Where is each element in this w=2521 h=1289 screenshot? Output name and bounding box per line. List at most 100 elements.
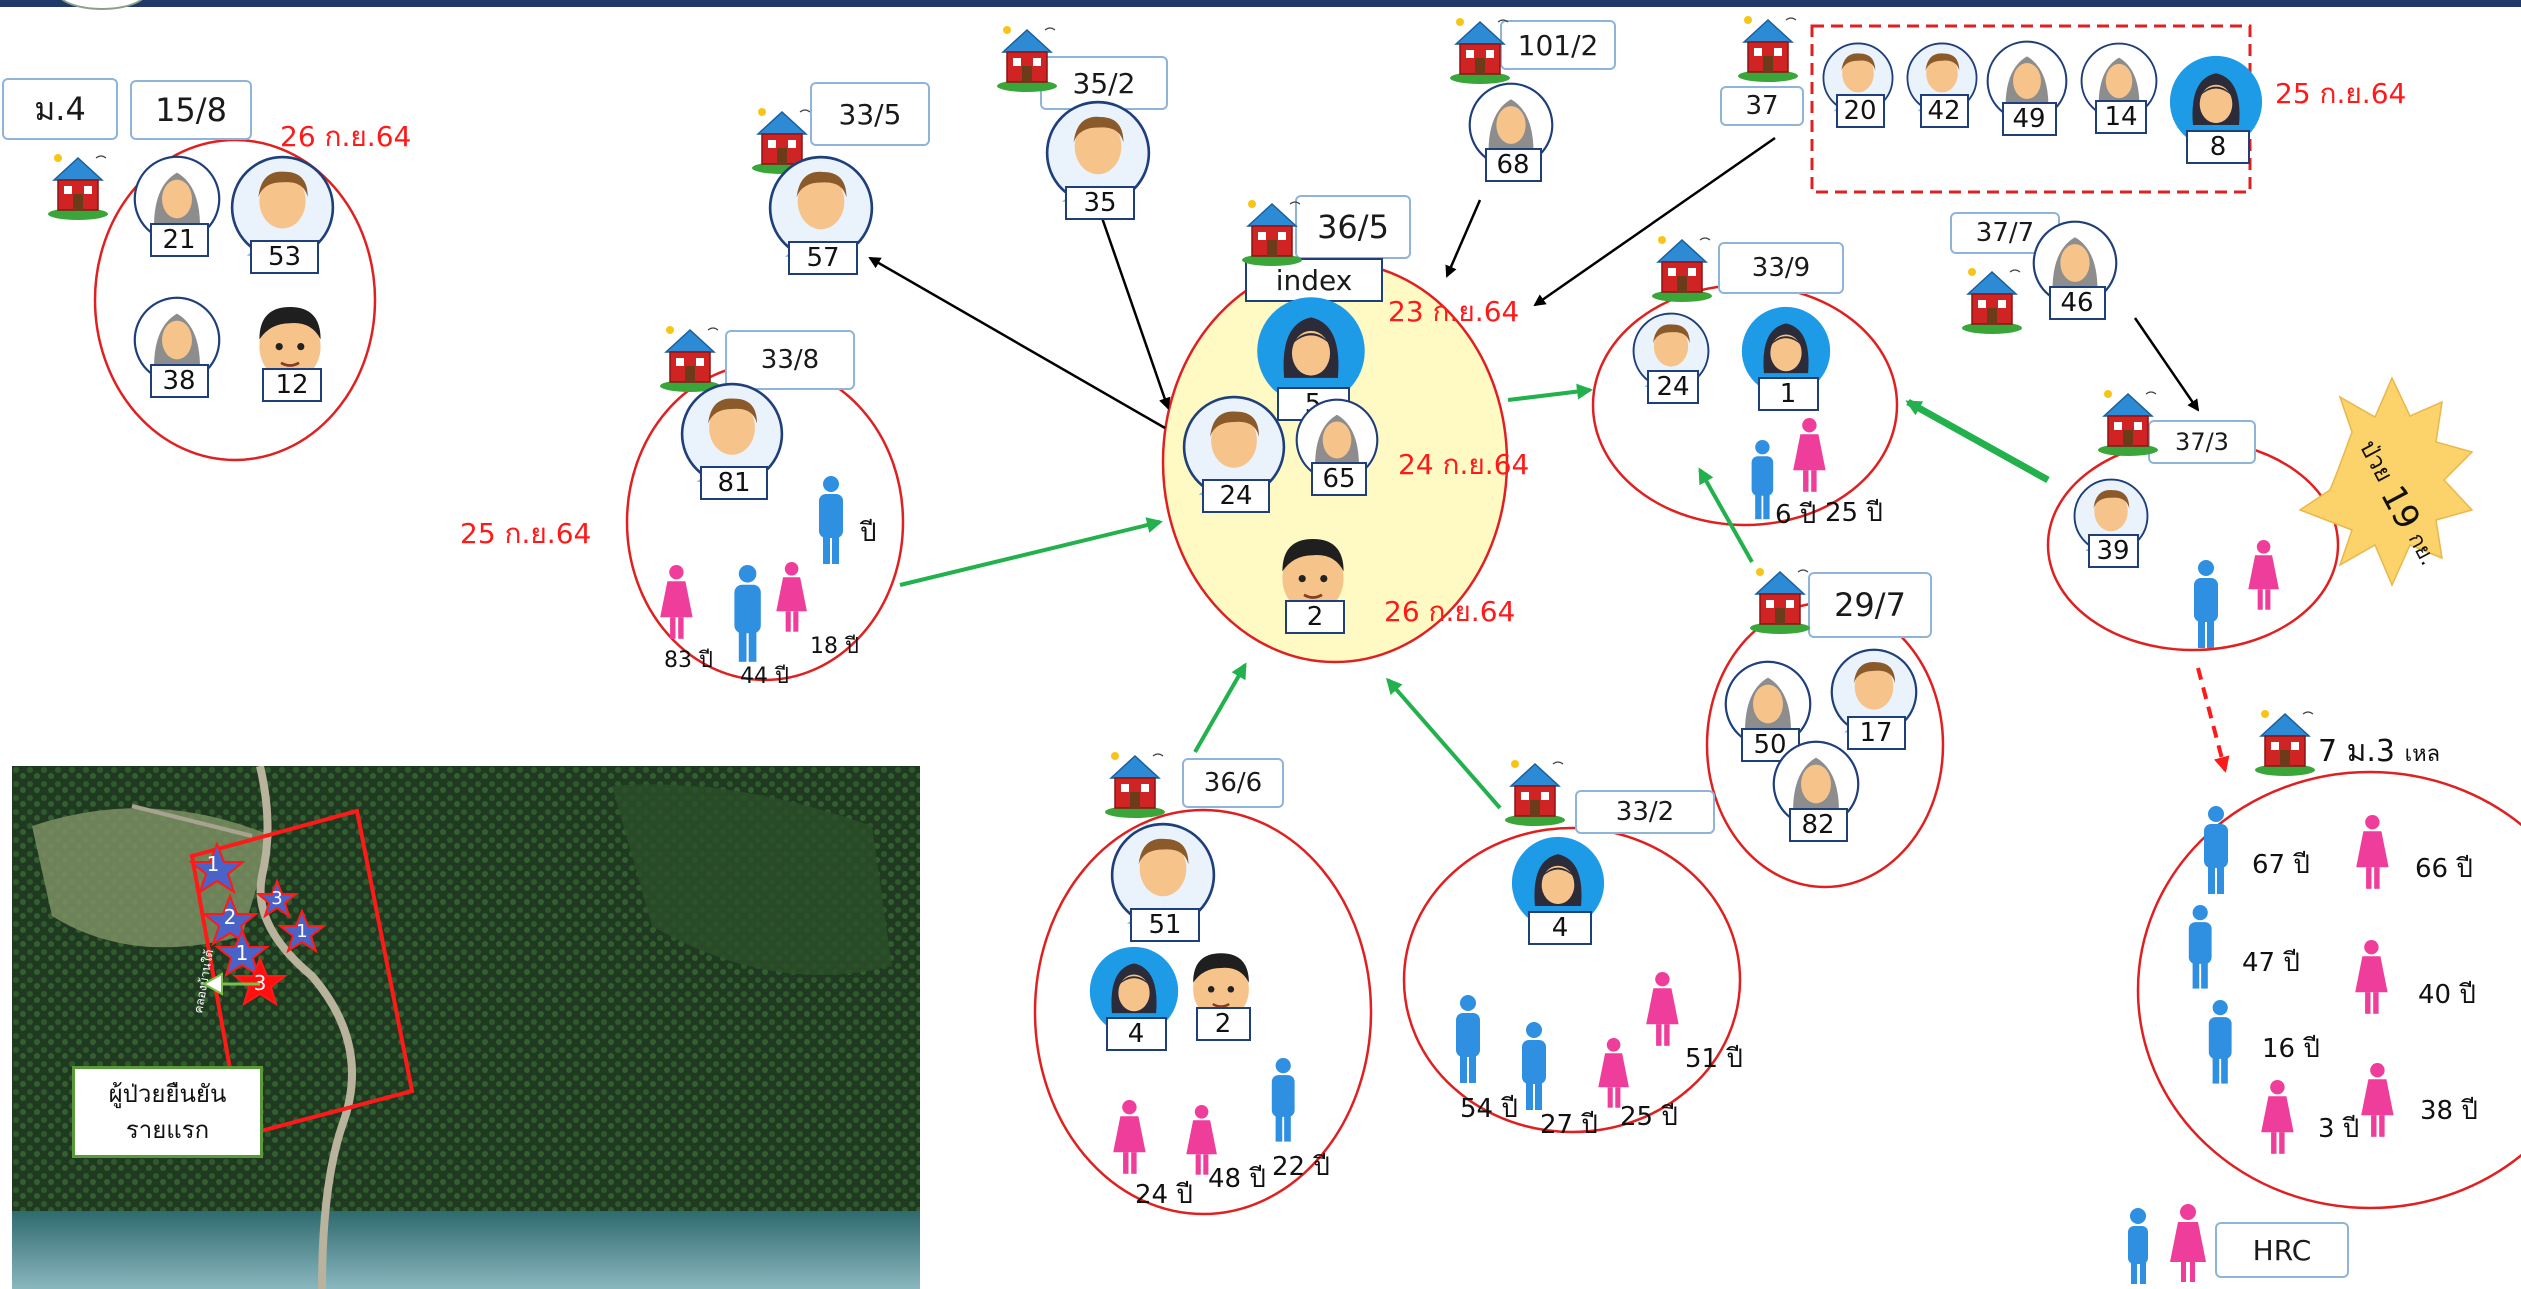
house-id-7-3: 7 ม.3 เหล	[2318, 734, 2441, 769]
household-circle-33-2	[1402, 826, 1742, 1134]
person-age-label: 4	[1105, 1017, 1167, 1051]
date-37: 25 ก.ย.64	[2275, 77, 2407, 110]
person-age-label: 81	[700, 466, 768, 500]
male-figure-icon	[1522, 1022, 1546, 1110]
legend-female-icon	[2170, 1204, 2206, 1282]
house-icon	[1652, 232, 1722, 304]
age-7-3-b: 66 ปี	[2415, 854, 2473, 884]
arrow-37-3-to-33-9	[1905, 398, 2050, 484]
person-age-label: 53	[250, 240, 319, 274]
female-figure-icon	[660, 565, 693, 639]
boy-avatar-icon	[1180, 945, 1262, 1027]
person-age-label: 2	[1285, 600, 1345, 634]
male-figure-icon	[1456, 995, 1480, 1083]
age-7-3-f: 3 ปี	[2318, 1114, 2360, 1144]
arrow-37-to-36-5	[1533, 136, 1776, 307]
house-icon	[1242, 196, 1312, 268]
date-33-8: 25 ก.ย.64	[460, 517, 592, 550]
age-33-8-a: ปี	[860, 518, 877, 548]
house-id-33-9: 33/9	[1718, 242, 1844, 294]
age-7-3-e: 16 ปี	[2262, 1034, 2320, 1064]
house-icon	[1105, 748, 1175, 820]
female-figure-icon	[2361, 1063, 2394, 1137]
female-figure-icon	[1113, 1100, 1146, 1174]
map-stars	[188, 841, 327, 1007]
arrow-37-3-to-7-3	[2196, 667, 2230, 773]
male-figure-icon	[2194, 560, 2218, 648]
map-star-4-label: 1	[236, 941, 249, 965]
house-icon	[2255, 706, 2325, 778]
arrow-36-6-to-36-5	[1193, 662, 1247, 753]
age-36-6-b: 48 ปี	[1208, 1164, 1266, 1194]
household-circle-36-6	[1033, 808, 1373, 1216]
age-33-8-c: 44 ปี	[740, 664, 789, 689]
house-icon	[1738, 12, 1808, 84]
village-box: ม.4	[2, 78, 118, 140]
house-id-101-2: 101/2	[1500, 20, 1616, 70]
house-icon	[2098, 386, 2168, 458]
arrow-36-5-to-33-9	[1507, 383, 1593, 402]
man-avatar-icon	[1830, 648, 1918, 736]
person-age-label: 51	[1130, 908, 1200, 942]
map-star-3-label: 3	[271, 888, 282, 909]
female-figure-icon	[1186, 1105, 1217, 1175]
house-id-36-6: 36/6	[1182, 758, 1284, 808]
age-33-8-b: 83 ปี	[664, 648, 713, 673]
person-age-label: 82	[1788, 808, 1848, 842]
boy-avatar-icon	[1268, 530, 1358, 620]
arrow-35-2-to-36-5	[1098, 211, 1171, 410]
house-id-37: 37	[1720, 86, 1804, 126]
male-figure-icon	[819, 476, 843, 564]
house-id-33-8: 33/8	[725, 330, 855, 390]
person-age-label: 35	[1065, 186, 1135, 220]
person-age-label: 39	[2087, 534, 2139, 568]
legend-hrc-box: HRC	[2215, 1222, 2349, 1278]
satellite-map: 1 2 3 1 1 3 คลองบ้านใต้	[12, 766, 920, 1289]
person-age-label: 24	[1647, 370, 1699, 404]
person-age-label: 49	[2001, 102, 2057, 136]
top-bar	[0, 0, 2521, 7]
person-age-label: 24	[1202, 479, 1270, 513]
sick-date-burst	[2298, 376, 2474, 587]
male-figure-icon	[2204, 806, 2228, 894]
map-star-1-label: 1	[207, 852, 220, 876]
age-7-3-a: 67 ปี	[2252, 850, 2310, 880]
person-age-label: 38	[149, 364, 209, 398]
person-age-label: 20	[1835, 94, 1885, 128]
arrow-36-5-to-33-5	[868, 256, 1166, 430]
person-age-label: 17	[1846, 716, 1906, 750]
female-figure-icon	[2248, 540, 2279, 610]
person-age-label: 2	[1195, 1007, 1251, 1041]
woman-avatar-icon	[133, 296, 221, 384]
man-avatar-icon	[1632, 312, 1710, 390]
house-id-29-7: 29/7	[1808, 572, 1932, 638]
household-circle-15-8	[93, 138, 377, 462]
person-age-label: 42	[1919, 94, 1969, 128]
date-index-2: 24 ก.ย.64	[1398, 448, 1530, 481]
map-star-5-label: 1	[296, 921, 307, 942]
house-icon	[1962, 264, 2032, 336]
male-figure-icon	[2188, 905, 2212, 989]
date-index-3: 26 ก.ย.64	[1384, 595, 1516, 628]
house-id-33-5: 33/5	[810, 82, 930, 146]
girl-avatar-icon	[1088, 945, 1180, 1037]
date-15-8: 26 ก.ย.64	[280, 120, 412, 153]
house-icon	[997, 22, 1067, 94]
person-age-label: 1	[1757, 377, 1819, 411]
age-36-6-c: 22 ปี	[1272, 1152, 1330, 1182]
house-id-37-3: 37/3	[2148, 420, 2256, 464]
map-star-5	[277, 908, 327, 954]
house-icon	[1450, 14, 1520, 86]
house-icon	[48, 150, 118, 222]
house-id-36-5: 36/5	[1295, 195, 1411, 259]
female-figure-icon	[2356, 815, 2389, 889]
map-star-4	[214, 928, 270, 978]
age-33-2-a: 54 ปี	[1460, 1094, 1518, 1124]
map-star-2-label: 2	[224, 905, 237, 929]
first-case-label: ผู้ป่วยยืนยัน รายแรก	[72, 1066, 263, 1158]
arrow-29-7-to-33-9	[1698, 467, 1754, 563]
household-circle-7-3	[2136, 770, 2521, 1210]
female-figure-icon	[1793, 418, 1826, 492]
woman-avatar-icon	[1295, 398, 1379, 482]
map-focus-rectangle	[189, 808, 415, 1139]
